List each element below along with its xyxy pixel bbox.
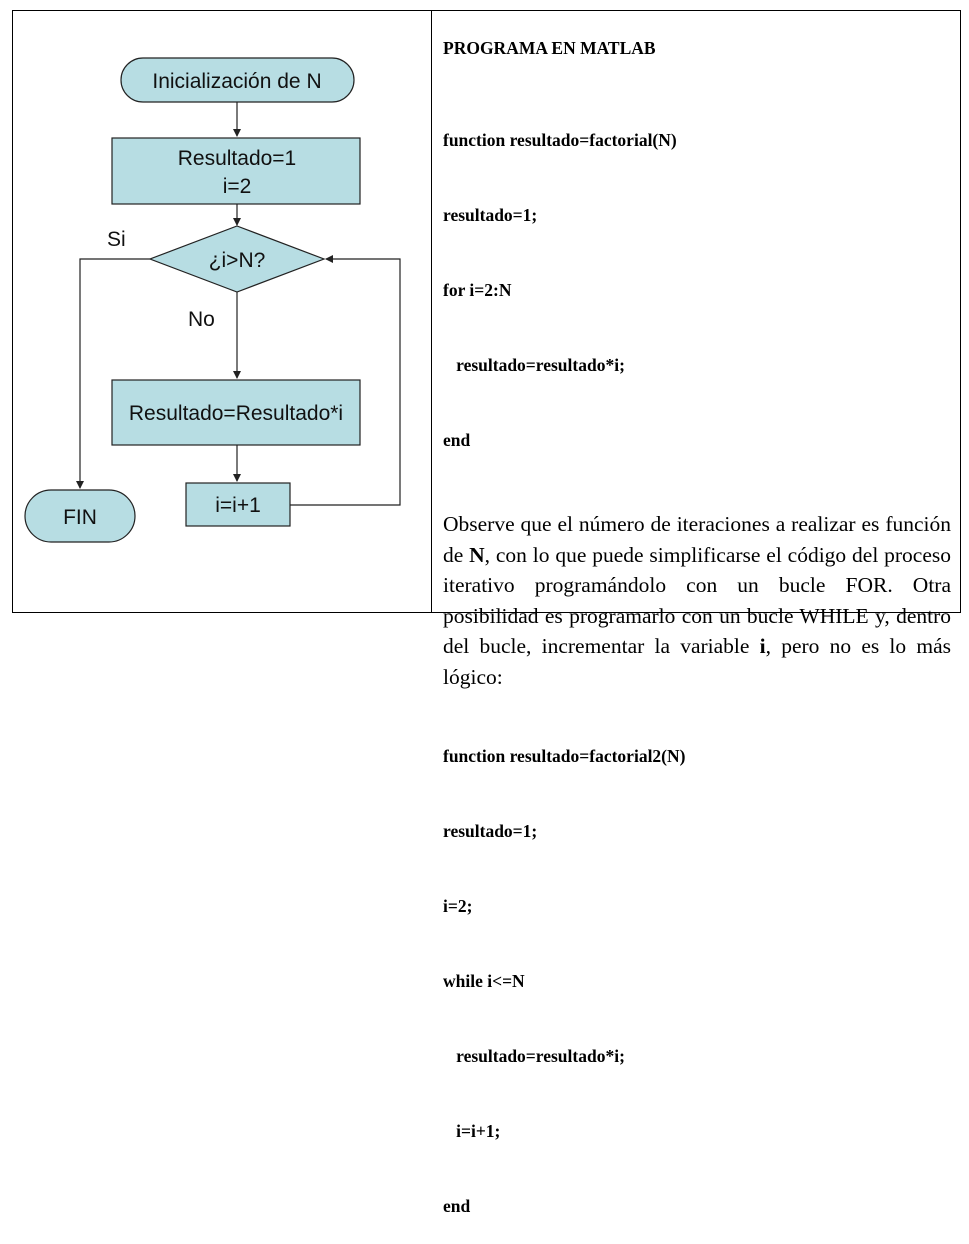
code-line: function resultado=factorial2(N) xyxy=(443,746,686,766)
code-line: resultado=resultado*i; xyxy=(443,355,625,375)
code-line: resultado=resultado*i; xyxy=(443,1046,625,1066)
code-line: function resultado=factorial(N) xyxy=(443,130,677,150)
init-process-box xyxy=(111,137,361,205)
init-line1: Resultado=1 xyxy=(178,147,297,170)
arrow-loop-back xyxy=(290,255,401,506)
column-divider xyxy=(431,10,432,613)
explanation-paragraph: Observe que el número de iteraciones a r… xyxy=(443,509,951,692)
end-terminal xyxy=(24,489,136,543)
end-label: FIN xyxy=(63,506,97,529)
code-block-factorial: function resultado=factorial(N) resultad… xyxy=(443,78,951,503)
flowchart: Inicialización de N Resultado=1 i=2 ¿i>N… xyxy=(24,57,401,543)
code-line: i=i+1; xyxy=(443,1121,501,1141)
decision-label: ¿i>N? xyxy=(209,249,266,272)
no-label: No xyxy=(188,308,215,331)
increment-process-box xyxy=(185,482,291,527)
code-line: resultado=1; xyxy=(443,205,538,225)
code-line: resultado=1; xyxy=(443,821,538,841)
matlab-program-panel: PROGRAMA EN MATLAB function resultado=fa… xyxy=(443,36,951,1244)
code-line: end xyxy=(443,430,471,450)
increment-label: i=i+1 xyxy=(215,494,261,517)
code-line: end xyxy=(443,1196,471,1216)
multiply-label: Resultado=Resultado*i xyxy=(129,402,343,425)
init-line2: i=2 xyxy=(223,175,252,198)
arrow-yes-end xyxy=(76,258,150,489)
code-line: for i=2:N xyxy=(443,280,512,300)
para-bold-n: N xyxy=(469,542,485,567)
start-label: Inicialización de N xyxy=(152,70,321,93)
program-title: PROGRAMA EN MATLAB xyxy=(443,38,656,58)
code-line: while i<=N xyxy=(443,971,525,991)
code-line: i=2; xyxy=(443,896,473,916)
flowchart-panel: Inicialización de N Resultado=1 i=2 ¿i>N… xyxy=(13,11,431,612)
yes-label: Si xyxy=(107,228,126,251)
multiply-process-box xyxy=(111,379,361,446)
para-text: Observe que el número de iteraciones a r… xyxy=(443,512,951,567)
table-frame xyxy=(12,10,961,613)
code-block-factorial2: function resultado=factorial2(N) resulta… xyxy=(443,694,951,1244)
